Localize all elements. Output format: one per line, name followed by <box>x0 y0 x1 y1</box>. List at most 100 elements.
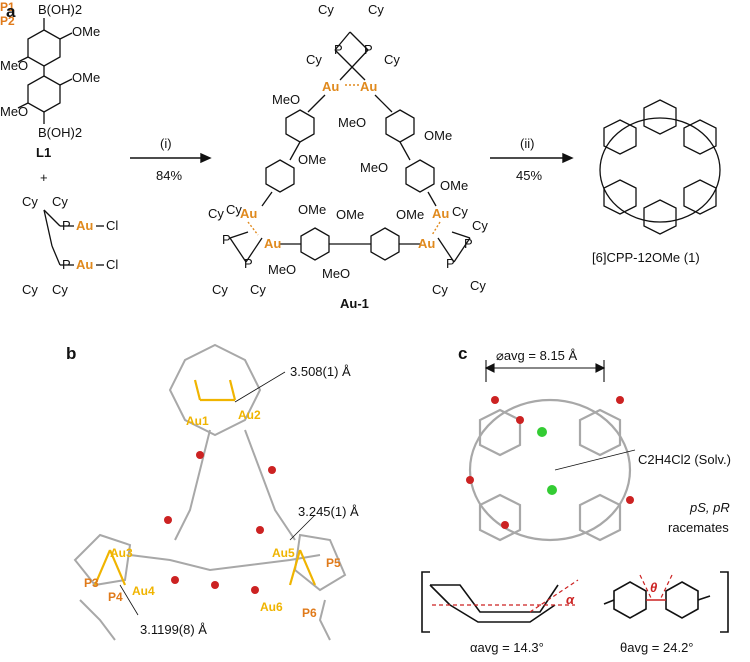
diameter-arrow <box>484 360 606 382</box>
panel-b-letter: b <box>66 344 77 363</box>
au1-cy-7: Cy <box>212 282 228 297</box>
solvent-chlorine-atoms <box>537 427 557 495</box>
atom-label-au4: Au4 <box>132 584 155 598</box>
au1-meo-3: MeO <box>360 160 389 175</box>
average-diameter-label: ⌀avg = 8.15 Å <box>496 348 578 363</box>
panel-c-letter: c <box>458 344 468 363</box>
atom-label-p1: P1 <box>0 0 15 14</box>
au1-p-right-1: P <box>464 236 473 251</box>
au1-au-top-1: Au <box>322 79 340 94</box>
au1-meo-5: MeO <box>322 266 351 281</box>
atom-label-p3: P3 <box>84 576 99 590</box>
dppm-gold-structure <box>43 209 104 266</box>
solvent-label: C2H4Cl2 (Solv.) <box>638 452 731 467</box>
atom-label-au1: Au1 <box>186 414 209 428</box>
atom-label-au5: Au5 <box>272 546 295 560</box>
p-label-2: P <box>62 257 71 272</box>
meo-label-1: MeO <box>0 58 29 73</box>
au1-cy-11: Cy <box>432 282 448 297</box>
p-label-1: P <box>62 218 71 233</box>
racemates-label: racemates <box>668 520 729 535</box>
distance-leader-lines <box>119 371 316 616</box>
plus-sign: + <box>40 170 48 185</box>
au1-p-left-1: P <box>222 232 231 247</box>
au1-ome-3: OMe <box>440 178 469 193</box>
au1-p-top-1: P <box>334 42 343 57</box>
cl-label-1: Cl <box>106 218 119 233</box>
ome-label-2: OMe <box>72 70 101 85</box>
au1-ome-5: OMe <box>336 207 365 222</box>
au1-cy-6: Cy <box>226 202 242 217</box>
step-i-condition: (i) <box>160 136 172 151</box>
b-oh2-top-label: B(OH)2 <box>38 2 83 17</box>
atom-label-p5: P5 <box>326 556 341 570</box>
atom-label-p6: P6 <box>302 606 317 620</box>
cy-label-3: Cy <box>22 282 38 297</box>
au1-cy-8: Cy <box>250 282 266 297</box>
panel-a-letter: a <box>6 2 16 21</box>
au1-au-left-1: Au <box>240 206 258 221</box>
meo-label-2: MeO <box>0 104 29 119</box>
au1-p-top-2: P <box>364 42 373 57</box>
atom-label-au6: Au6 <box>260 600 283 614</box>
ome-label-1: OMe <box>72 24 101 39</box>
cl-label-2: Cl <box>106 257 119 272</box>
crystal-au-p-framework <box>93 379 317 586</box>
au1-meo-2: MeO <box>338 115 367 130</box>
au-label-1: Au <box>76 218 94 233</box>
cy-label-1: Cy <box>22 194 38 209</box>
au1-p-left-2: P <box>244 256 253 271</box>
au1-cy-12: Cy <box>470 278 486 293</box>
step-ii-condition: (ii) <box>520 136 535 151</box>
au3-au4-distance: 3.1199(8) Å <box>140 622 207 637</box>
cpp-product-label: [6]CPP-12OMe (1) <box>592 250 700 265</box>
cy-label-4: Cy <box>52 282 68 297</box>
au5-au6-distance: 3.245(1) Å <box>298 504 359 519</box>
cpp-crystal-structure <box>468 398 632 542</box>
au1-cy-5: Cy <box>208 206 224 221</box>
au1-cy-3: Cy <box>306 52 322 67</box>
au1-cy-2: Cy <box>368 2 384 17</box>
au1-ome-4: OMe <box>298 202 327 217</box>
au1-au2-distance: 3.508(1) Å <box>290 364 351 379</box>
theta-average-label: θavg = 24.2° <box>620 640 694 655</box>
au1-p-right-2: P <box>446 256 455 271</box>
au1-ome-6: OMe <box>396 207 425 222</box>
alpha-symbol: α <box>566 592 575 607</box>
l1-compound-label: L1 <box>36 145 52 160</box>
solvent-leader-line <box>554 449 636 471</box>
cy-label-2: Cy <box>52 194 68 209</box>
reaction-arrows <box>130 152 574 164</box>
au-label-2: Au <box>76 257 94 272</box>
au1-au-left-2: Au <box>264 236 282 251</box>
bent-ring-schematic <box>421 571 559 633</box>
cpp-oxygen-atoms <box>466 396 634 529</box>
crystal-oxygen-atoms <box>164 451 276 594</box>
l1-structure <box>17 18 73 124</box>
au1-cy-9: Cy <box>452 204 468 219</box>
au1-cy-1: Cy <box>318 2 334 17</box>
au1-compound-label: Au-1 <box>340 296 369 311</box>
atom-label-p4: P4 <box>108 590 123 604</box>
atom-label-p2: P2 <box>0 14 15 28</box>
au1-ome-1: OMe <box>424 128 453 143</box>
au1-au-right-1: Au <box>432 206 450 221</box>
twist-angle-lines <box>639 574 673 601</box>
au1-cy-4: Cy <box>384 52 400 67</box>
au1-au-top-2: Au <box>360 79 378 94</box>
au1-crystal-structure <box>73 343 347 641</box>
alpha-average-label: αavg = 14.3° <box>470 640 544 655</box>
chirality-label: pS, pR <box>690 500 730 515</box>
bend-angle-lines <box>432 579 579 613</box>
au1-meo-4: MeO <box>268 262 297 277</box>
theta-symbol: θ <box>650 580 658 595</box>
biphenyl-schematic <box>603 571 729 633</box>
atom-label-au3: Au3 <box>110 546 133 560</box>
cpp-product-structure <box>599 99 721 235</box>
au1-macrocycle-structure <box>229 31 471 263</box>
au-au-interactions <box>247 84 441 236</box>
b-oh2-bottom-label: B(OH)2 <box>38 125 83 140</box>
au1-cy-10: Cy <box>472 218 488 233</box>
au1-au-right-2: Au <box>418 236 436 251</box>
